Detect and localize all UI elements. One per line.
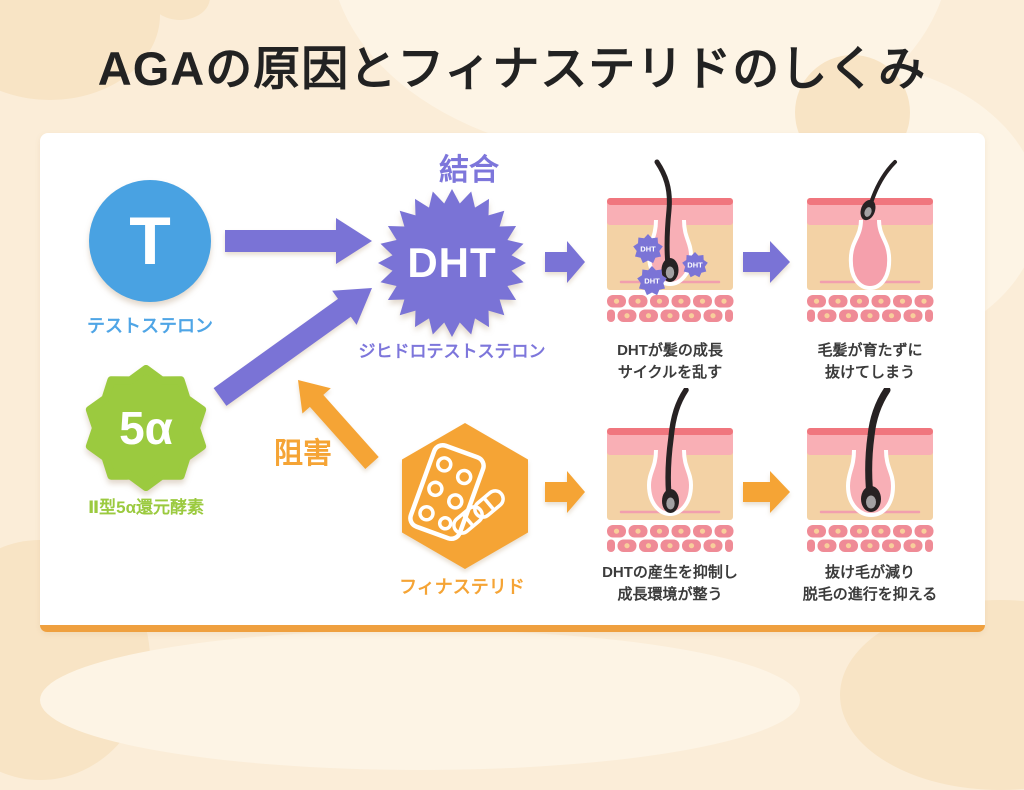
diagram-card: T テストステロン 5α Ⅱ型5α還元酵素 DHT 結合 ジヒドロテストステロン… — [40, 133, 985, 632]
arrow-reductase-to-dht — [213, 288, 372, 406]
card-bottom-bar — [40, 625, 985, 632]
capsule-icon — [452, 505, 484, 535]
finasteride-label: フィナステリド — [399, 577, 525, 597]
reductase-symbol: 5α — [119, 402, 173, 454]
pill-blister-icon — [408, 442, 486, 542]
arrow-dht-to-panel1 — [545, 241, 585, 283]
dht-particles: DHT DHT DHT — [633, 234, 708, 296]
arrow-testosterone-to-dht — [225, 218, 372, 264]
testosterone-circle — [89, 180, 211, 302]
inhibition-label: 阻害 — [273, 438, 332, 470]
hair-strand — [665, 388, 689, 509]
panel-caption-4: 抜け毛が減り 脱毛の進行を抑える — [802, 564, 938, 603]
hair-strand — [654, 159, 672, 277]
svg-text:DHT: DHT — [687, 261, 703, 270]
reductase-badge — [85, 365, 207, 491]
arrow-finasteride-to-panel3 — [545, 471, 585, 513]
follicle-illustration-dht-damage: DHT DHT DHT — [605, 159, 735, 324]
panel-caption-3: DHTの産生を抑制し 成長環境が整う — [602, 564, 738, 603]
panel-caption-2: 毛髪が育たずに 抜けてしまう — [817, 342, 923, 381]
arrow-inhibition — [298, 380, 379, 469]
dht-label: ジヒドロテストステロン — [358, 342, 546, 361]
hair-strand — [865, 388, 891, 508]
finasteride-hexagon — [402, 423, 528, 569]
follicle-illustration-hair-loss — [805, 160, 935, 324]
testosterone-label: テストステロン — [87, 316, 213, 336]
page-title: AGAの原因とフィナステリドのしくみ — [97, 42, 927, 95]
follicle-illustration-healthy — [805, 388, 935, 554]
svg-text:DHT: DHT — [644, 277, 660, 286]
background-blob — [40, 630, 800, 770]
arrow-panel1-to-panel2 — [743, 241, 790, 283]
arrow-panel3-to-panel4 — [743, 471, 790, 513]
svg-text:DHT: DHT — [640, 245, 656, 254]
panel-caption-1: DHTが髪の成長 サイクルを乱す — [617, 342, 723, 381]
testosterone-symbol: T — [129, 203, 171, 279]
reductase-label: Ⅱ型5α還元酵素 — [87, 498, 205, 517]
diagram-arrows-layer — [213, 218, 790, 569]
background-blob — [150, 0, 210, 20]
capsule-icon — [473, 489, 505, 519]
dht-symbol: DHT — [407, 239, 497, 286]
dht-starburst — [378, 189, 526, 337]
binding-label: 結合 — [439, 154, 499, 187]
follicle-illustration-recovering — [605, 388, 735, 554]
hair-strand — [869, 160, 897, 205]
